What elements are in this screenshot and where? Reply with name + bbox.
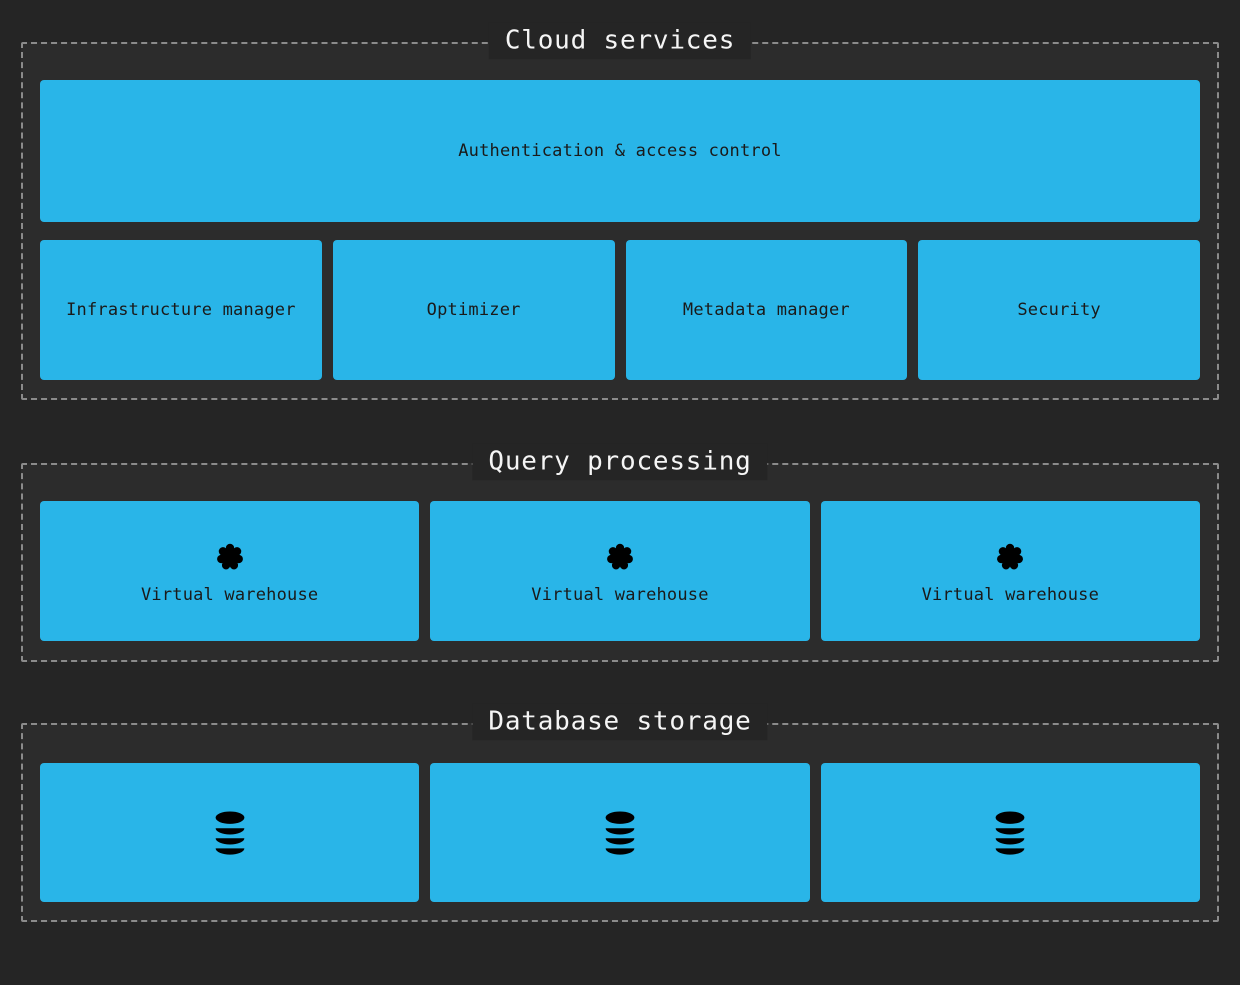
database-icon xyxy=(987,808,1033,858)
section-title-query-processing: Query processing xyxy=(472,443,768,480)
box-label: Security xyxy=(1017,300,1101,320)
database-icon xyxy=(207,808,253,858)
section-query-processing: Query processing Virtual warehouse Virtu… xyxy=(21,443,1219,662)
box-virtual-warehouse: Virtual warehouse xyxy=(40,501,420,641)
box-optimizer: Optimizer xyxy=(332,240,615,380)
database-icon xyxy=(597,808,643,858)
box-label: Optimizer xyxy=(426,300,521,320)
box-database xyxy=(430,763,810,902)
box-metadata-manager: Metadata manager xyxy=(625,240,908,380)
box-label: Infrastructure manager xyxy=(66,300,296,320)
box-label: Metadata manager xyxy=(682,300,850,320)
cloud-services-row: Infrastructure manager Optimizer Metadat… xyxy=(40,240,1200,380)
box-label: Virtual warehouse xyxy=(921,585,1100,605)
box-virtual-warehouse: Virtual warehouse xyxy=(820,501,1200,641)
box-infrastructure-manager: Infrastructure manager xyxy=(40,240,322,380)
box-label: Virtual warehouse xyxy=(531,585,709,605)
gear-icon xyxy=(600,537,640,577)
gear-icon xyxy=(210,537,250,577)
box-database xyxy=(40,763,420,902)
box-security: Security xyxy=(918,240,1200,380)
box-label: Virtual warehouse xyxy=(140,585,319,605)
box-label: Authentication & access control xyxy=(458,141,782,161)
section-title-database-storage: Database storage xyxy=(472,703,768,740)
database-storage-row xyxy=(40,763,1200,902)
gear-icon xyxy=(990,537,1030,577)
section-title-cloud-services: Cloud services xyxy=(488,22,752,59)
section-cloud-services: Cloud services Authentication & access c… xyxy=(21,22,1219,400)
box-virtual-warehouse: Virtual warehouse xyxy=(430,501,810,641)
box-database xyxy=(820,763,1200,902)
section-database-storage: Database storage xyxy=(21,703,1219,922)
box-authentication-access-control: Authentication & access control xyxy=(40,80,1200,222)
query-processing-row: Virtual warehouse Virtual warehouse Virt… xyxy=(40,501,1200,641)
